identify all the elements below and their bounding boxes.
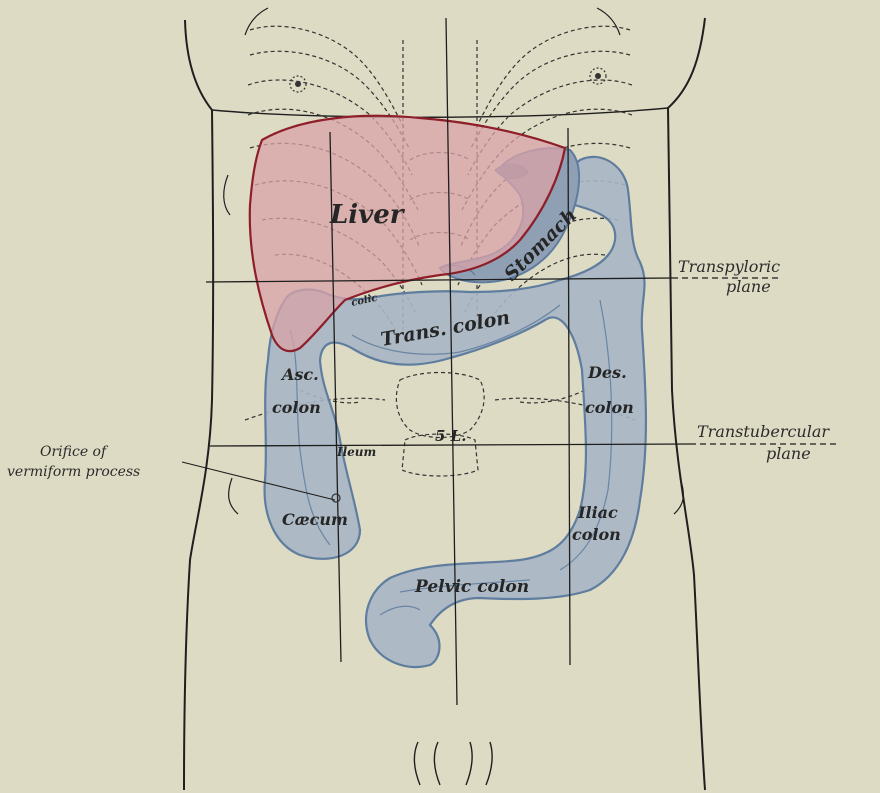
label-transtubercular-2: plane <box>766 444 811 463</box>
label-des-colon: colon <box>585 398 634 417</box>
label-transtubercular-1: Transtubercular <box>697 422 830 441</box>
label-iliac-colon: colon <box>572 525 621 544</box>
label-iliac: Iliac <box>577 503 618 522</box>
label-transpyloric-1: Transpyloric <box>678 257 780 276</box>
label-orifice-2: vermiform process <box>7 464 140 480</box>
label-vertebra: 5 L. <box>435 427 466 445</box>
label-caecum: Cæcum <box>282 510 348 529</box>
label-asc: Asc. <box>280 365 319 384</box>
label-des: Des. <box>587 363 627 382</box>
nipple-left <box>290 76 306 92</box>
label-asc-colon: colon <box>272 398 321 417</box>
label-transpyloric-2: plane <box>726 277 771 296</box>
nipple-right <box>590 68 606 84</box>
label-orifice-1: Orifice of <box>40 444 109 460</box>
label-ileum: Ileum <box>336 445 376 459</box>
label-pelvic-colon: Pelvic colon <box>414 577 529 597</box>
label-liver: Liver <box>329 200 406 230</box>
